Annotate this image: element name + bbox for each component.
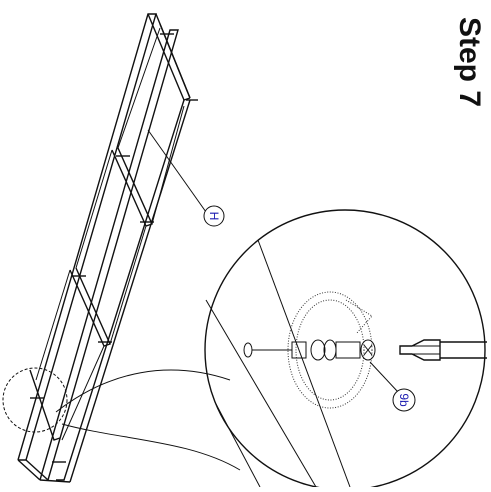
callout-leader-h (147, 129, 207, 213)
svg-text:H: H (207, 212, 221, 221)
callout-leader-9b (369, 361, 399, 393)
frame-assembly (17, 13, 198, 483)
detail-leader-lower (61, 423, 241, 471)
step-title: Step 7 (453, 16, 486, 108)
svg-text:9b: 9b (397, 393, 411, 407)
detail-source-circle (2, 367, 68, 433)
screwdriver-icon (399, 339, 487, 361)
cam-bolt-icon (30, 33, 198, 463)
detail-leader-upper (55, 369, 231, 413)
callout-9b: 9b (392, 388, 416, 412)
rotate-arrow-icon (287, 291, 373, 409)
callout-h: H (203, 205, 225, 227)
dowel-pin (243, 342, 292, 358)
detail-view: 9b (204, 209, 487, 491)
cam-bolt-detail (291, 339, 376, 361)
